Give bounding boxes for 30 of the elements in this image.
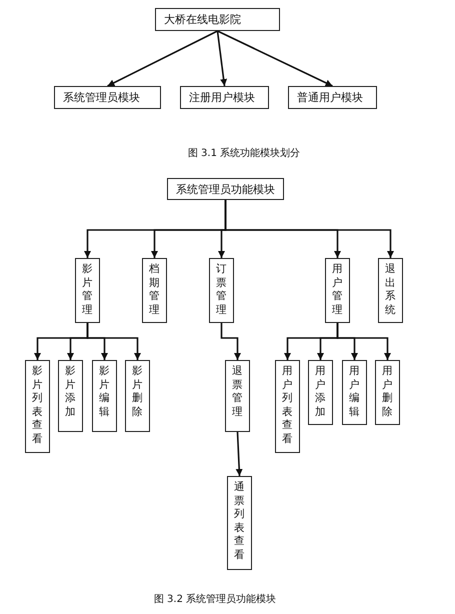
- module-box: 系统管理员功能模块: [167, 178, 284, 200]
- arrow: [336, 323, 391, 360]
- function-box: 影片编辑: [92, 360, 117, 432]
- arrow: [216, 30, 228, 86]
- function-box: 订票管理: [209, 258, 234, 323]
- function-box: 用户添加: [308, 360, 333, 425]
- function-box: 影片添加: [58, 360, 83, 432]
- arrow: [224, 200, 394, 258]
- arrow: [236, 432, 243, 476]
- function-box: 通票列表查看: [227, 476, 252, 570]
- function-box: 档期管理: [142, 258, 167, 323]
- module-box: 普通用户模块: [288, 86, 377, 109]
- figure-caption: 图 3.1 系统功能模块划分: [188, 146, 300, 160]
- function-box: 影片管理: [75, 258, 100, 323]
- function-box: 影片删除: [125, 360, 150, 432]
- arrow: [86, 323, 141, 360]
- function-box: 退出系统: [378, 258, 403, 323]
- function-box: 用户管理: [325, 258, 350, 323]
- function-box: 影片列表查看: [25, 360, 50, 453]
- function-box: 用户列表查看: [275, 360, 300, 453]
- function-box: 用户删除: [375, 360, 400, 425]
- arrow: [220, 323, 241, 360]
- arrow: [107, 30, 218, 87]
- module-box: 注册用户模块: [180, 86, 269, 109]
- figure-caption: 图 3.2 系统管理员功能模块: [154, 592, 276, 606]
- module-box: 系统管理员模块: [54, 86, 161, 109]
- function-box: 退票管理: [225, 360, 250, 432]
- function-box: 用户编辑: [342, 360, 367, 425]
- module-box: 大桥在线电影院: [155, 8, 280, 31]
- arrow: [217, 30, 333, 87]
